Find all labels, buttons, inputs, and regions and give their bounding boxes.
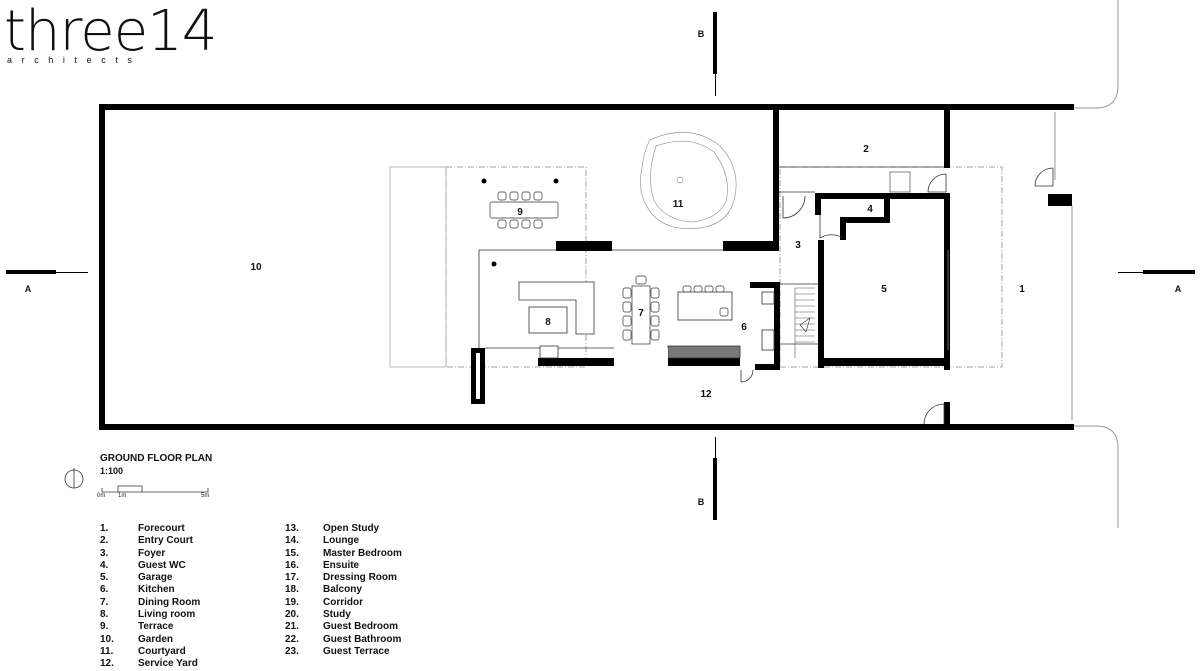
interior-lines: [478, 166, 949, 350]
room-number-9: 9: [517, 207, 523, 218]
room-number-7: 7: [638, 308, 644, 319]
room-number-12: 12: [700, 389, 712, 400]
boundary-walls: [99, 104, 1074, 430]
legend-item: 9.Terrace: [100, 621, 174, 633]
section-a-left: A: [25, 284, 32, 294]
section-b-top: B: [698, 29, 705, 39]
legend-item: 13.Open Study: [285, 523, 380, 534]
logo-subtitle: architects: [7, 55, 142, 65]
legend-item: 7.Dining Room: [100, 596, 201, 608]
scale-bar-label-1: 1m: [118, 493, 127, 499]
legend-item: 14.Lounge: [285, 535, 360, 547]
kitchen-fittings: [539, 291, 775, 359]
room-number-1: 1: [1019, 284, 1025, 295]
legend-column-2: 13.Open Study 14.Lounge 15.Master Bedroo…: [285, 523, 402, 658]
section-b-bottom: B: [698, 497, 705, 507]
legend-item: 1.Forecourt: [100, 523, 185, 534]
legend-item: 16.Ensuite: [285, 559, 360, 571]
section-a-right: A: [1175, 284, 1182, 294]
stairs: [794, 287, 815, 358]
legend-item: 22.Guest Bathroom: [285, 633, 402, 645]
terrace-table: [489, 191, 559, 229]
door-swings: [740, 167, 1054, 425]
room-number-8: 8: [545, 317, 551, 328]
scale-bar: [101, 485, 209, 493]
legend-item: 4.Guest WC: [100, 559, 186, 571]
legend-item: 23.Guest Terrace: [285, 645, 390, 657]
firm-logo: three14 architects: [4, 0, 217, 66]
legend-item: 2.Entry Court: [100, 535, 193, 547]
north-arrow-icon: [64, 468, 84, 489]
legend-item: 12.Service Yard: [100, 658, 198, 670]
legend-item: 8.Living room: [100, 609, 196, 621]
legend-item: 11.Courtyard: [100, 645, 186, 657]
living-sofa: [518, 281, 595, 335]
plan-title: GROUND FLOOR PLAN: [100, 453, 213, 464]
room-number-5: 5: [881, 284, 887, 295]
legend-item: 3.Foyer: [100, 547, 166, 559]
room-numbers: 1 2 3 4 5 6 7 8 9 10 11 12: [250, 144, 1025, 400]
scale-bar-label-5: 5m: [201, 493, 210, 499]
room-number-6: 6: [741, 322, 747, 333]
house-walls: [471, 193, 1072, 404]
legend-item: 5.Garage: [100, 572, 173, 584]
terrace-outline: [389, 166, 447, 368]
site-boundary: [1054, 0, 1119, 528]
legend-item: 17.Dressing Room: [285, 572, 397, 584]
legend-item: 15.Master Bedroom: [285, 547, 402, 559]
room-number-3: 3: [795, 240, 801, 251]
room-number-10: 10: [250, 262, 262, 273]
section-markers: [6, 12, 1195, 520]
section-letters: A A B B: [25, 29, 1182, 507]
plan-scale: 1:100: [100, 466, 124, 476]
legend-item: 18.Balcony: [285, 584, 362, 596]
room-number-11: 11: [673, 199, 684, 210]
courtyard-tree: [640, 131, 737, 230]
legend-column-1: 1.Forecourt 2.Entry Court 3.Foyer 4.Gues…: [100, 523, 200, 671]
legend-item: 10.Garden: [100, 633, 174, 645]
room-number-2: 2: [863, 144, 869, 155]
legend-item: 21.Guest Bedroom: [285, 621, 399, 633]
legend-item: 19.Corridor: [285, 596, 363, 608]
bar-stools: [682, 285, 729, 317]
legend-item: 20.Study: [285, 609, 351, 621]
scale-bar-label-0: 0m: [97, 493, 106, 499]
legend-item: 6.Kitchen: [100, 584, 175, 596]
logo-wordmark: three14: [4, 0, 217, 64]
dining-table: [622, 275, 660, 345]
columns: [481, 178, 559, 267]
room-number-4: 4: [867, 204, 873, 215]
